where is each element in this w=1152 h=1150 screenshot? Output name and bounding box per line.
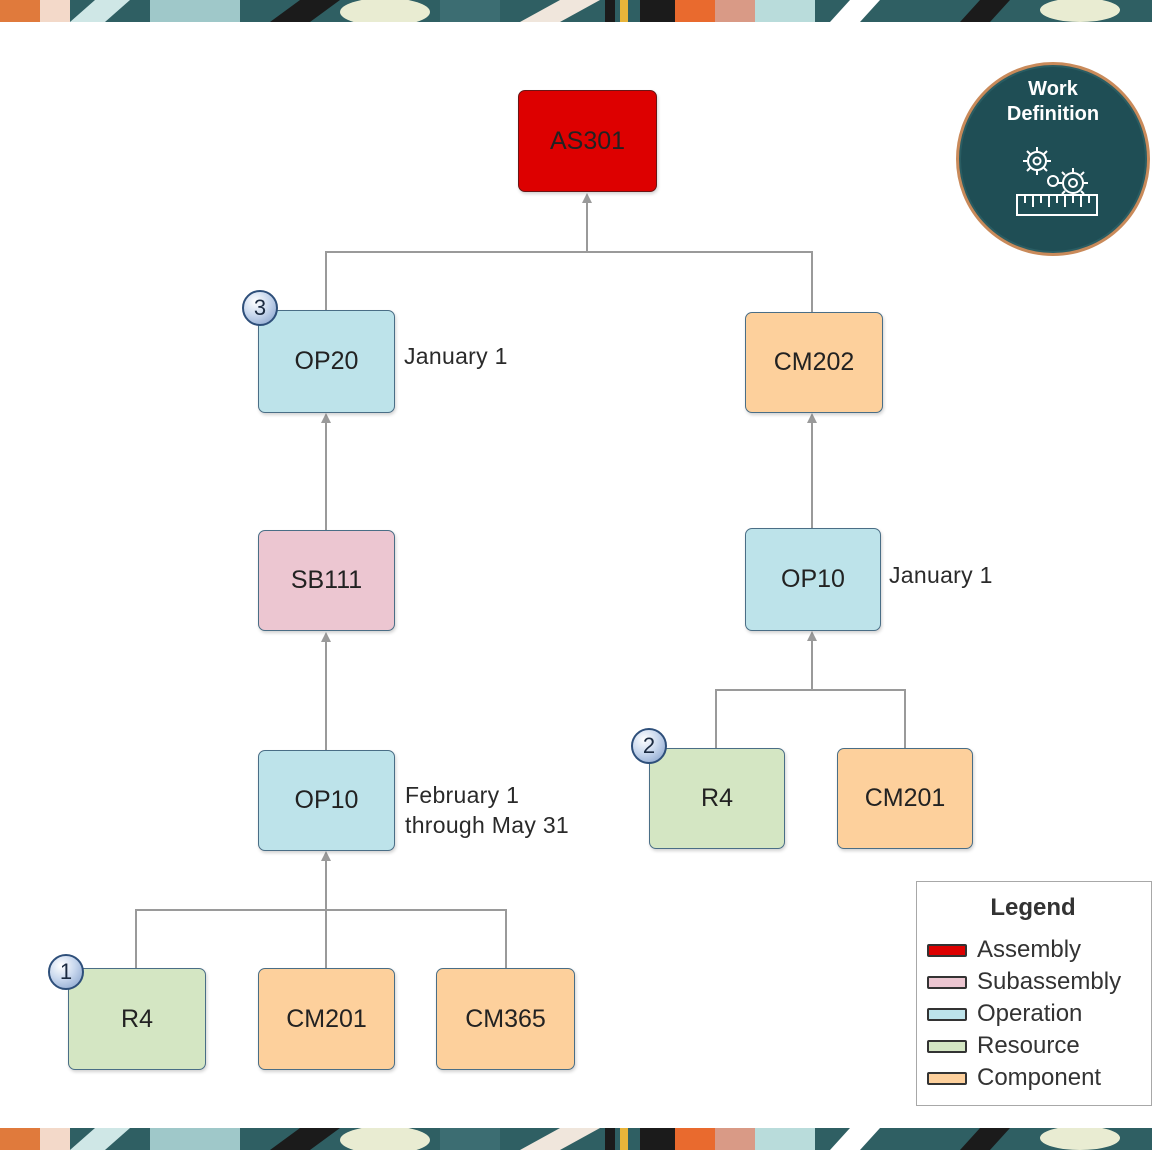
legend-item-resource: Resource	[927, 1032, 1080, 1060]
node-cm201-left: CM201	[258, 968, 395, 1070]
decorative-top-band	[0, 0, 1152, 22]
node-as301: AS301	[518, 90, 657, 192]
legend-label-subassembly: Subassembly	[977, 968, 1122, 995]
work-definition-title: Work Definition	[959, 77, 1147, 127]
note-op10-left-date-end: through May 31	[405, 812, 570, 838]
legend-title: Legend	[990, 894, 1076, 921]
node-sb111: SB111	[258, 530, 395, 631]
legend: Legend Assembly Subassembly Operation Re…	[916, 881, 1152, 1106]
legend-label-component: Component	[977, 1064, 1102, 1091]
decorative-bottom-band	[0, 1128, 1152, 1150]
node-op10-left: OP10	[258, 750, 395, 851]
node-op10-right: OP10	[745, 528, 881, 631]
legend-label-operation: Operation	[977, 1000, 1083, 1027]
node-cm365: CM365	[436, 968, 575, 1070]
node-op20: OP20	[258, 310, 395, 413]
work-definition-title-line2: Definition	[1006, 103, 1100, 125]
legend-swatch-component	[927, 1071, 967, 1085]
step-badge-1: 1	[48, 954, 84, 990]
legend-item-assembly: Assembly	[927, 936, 1081, 964]
legend-item-operation: Operation	[927, 1000, 1082, 1028]
connector-as301-children	[325, 251, 813, 312]
legend-swatch-assembly	[927, 943, 967, 957]
work-definition-badge: Work Definition	[956, 62, 1150, 256]
note-op20-date: January 1	[404, 343, 508, 369]
legend-swatch-resource	[927, 1039, 967, 1053]
work-definition-title-line1: Work	[1028, 78, 1078, 100]
node-r4-left: R4	[68, 968, 206, 1070]
legend-swatch-operation	[927, 1007, 967, 1021]
legend-label-resource: Resource	[977, 1032, 1080, 1059]
legend-item-subassembly: Subassembly	[927, 968, 1121, 996]
node-cm201-right: CM201	[837, 748, 973, 849]
node-cm202: CM202	[745, 312, 883, 413]
legend-label-assembly: Assembly	[977, 936, 1082, 963]
gears-ruler-icon	[1016, 147, 1098, 216]
step-badge-3: 3	[242, 290, 278, 326]
step-badge-2: 2	[631, 728, 667, 764]
legend-item-component: Component	[927, 1064, 1101, 1092]
note-op10-left-date-start: February 1	[405, 782, 520, 808]
node-r4-right: R4	[649, 748, 785, 849]
note-op10-right-date: January 1	[889, 562, 993, 588]
legend-swatch-subassembly	[927, 975, 967, 989]
connector-op10-left-children	[135, 909, 507, 968]
connector-op10-right-children	[715, 689, 906, 748]
